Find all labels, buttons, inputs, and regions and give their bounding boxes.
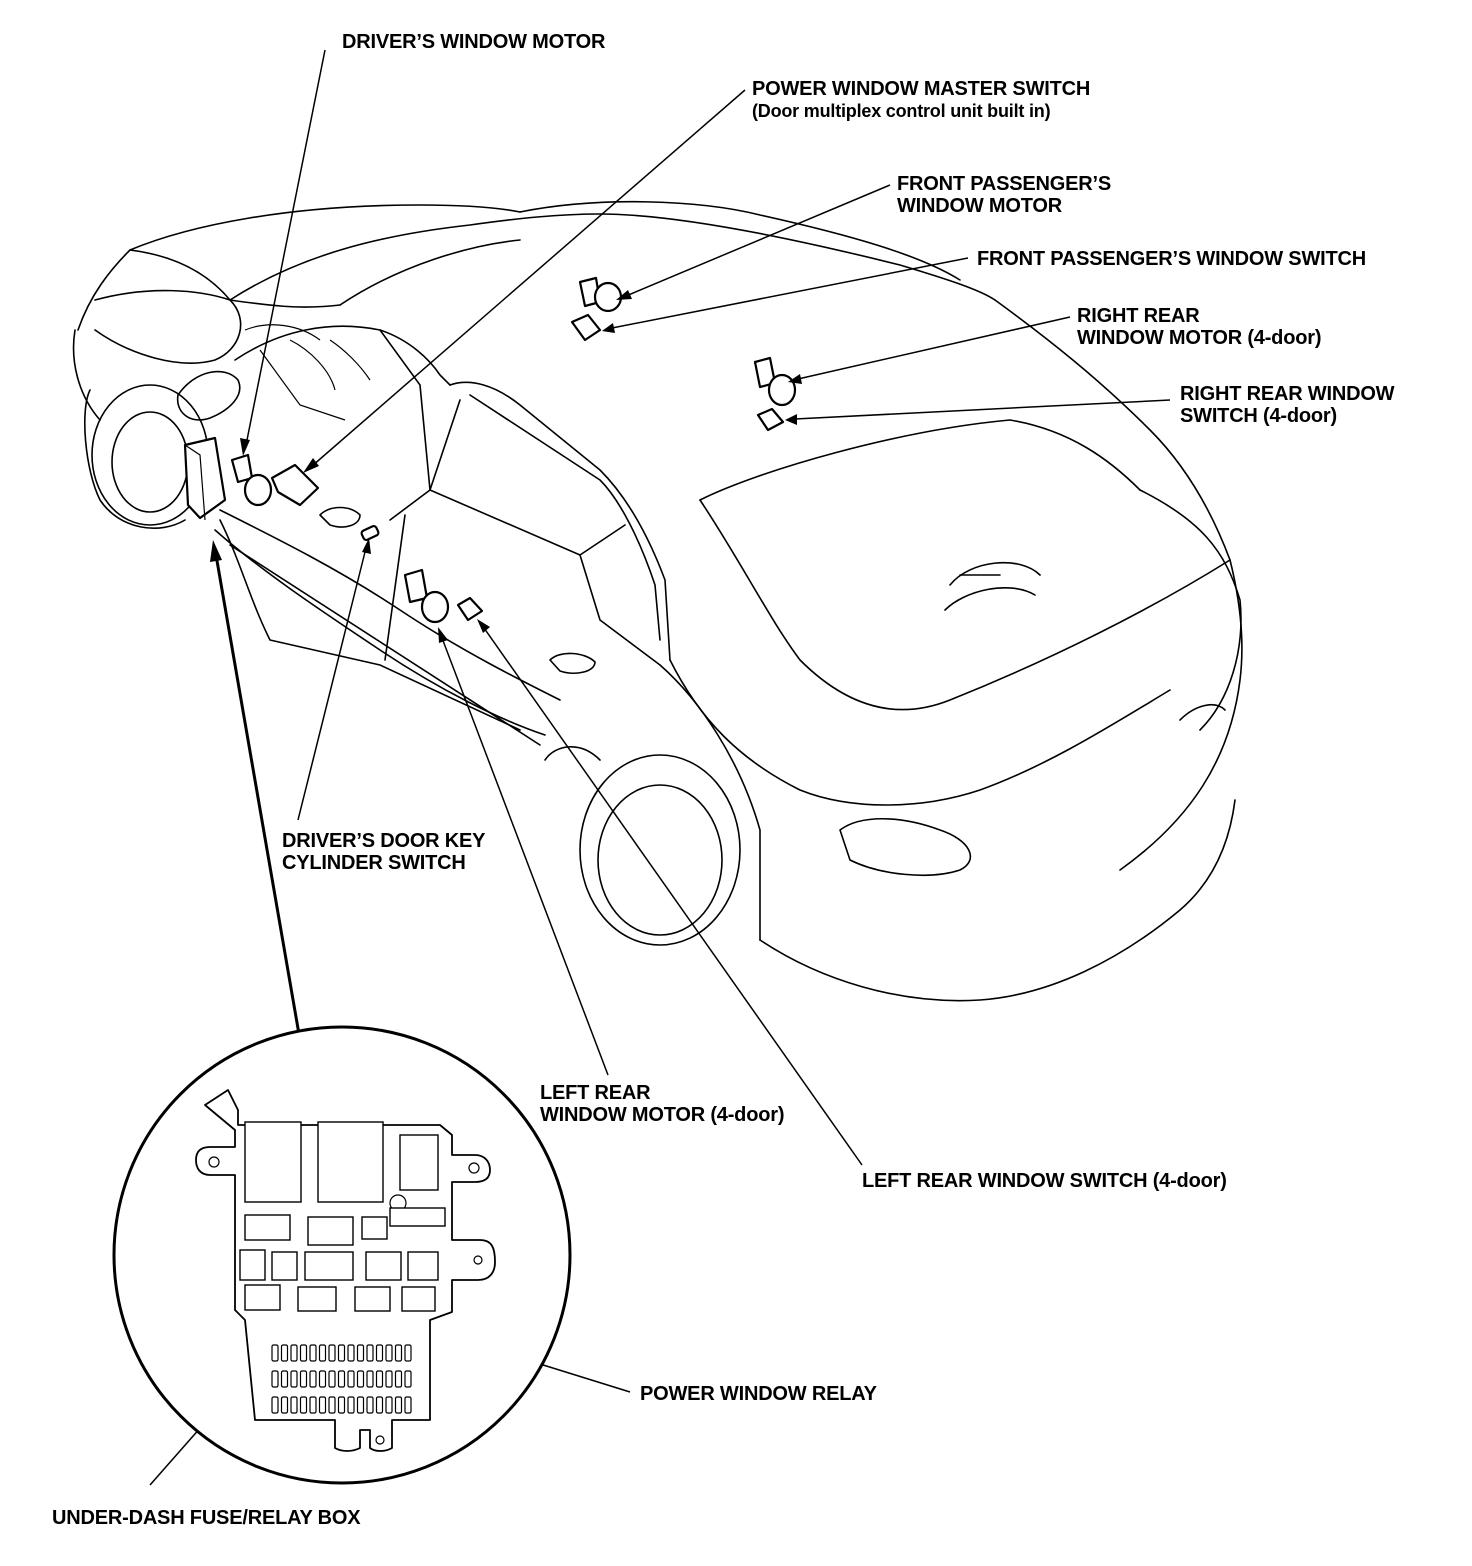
- fuse-slot: [356, 1370, 365, 1388]
- fuse-slot: [271, 1370, 279, 1388]
- fuse-slot: [318, 1370, 327, 1388]
- key-cylinder-part: [360, 524, 380, 542]
- fuse-slot: [337, 1344, 346, 1362]
- fuse-slot: [394, 1396, 403, 1414]
- fuse-slot: [394, 1344, 403, 1362]
- car-outline: [72, 200, 1243, 1002]
- label-right-rear-motor-2: WINDOW MOTOR (4-door): [1077, 327, 1322, 349]
- label-left-rear-switch: LEFT REAR WINDOW SWITCH (4-door): [862, 1170, 1227, 1192]
- label-left-rear-motor-1: LEFT REAR: [540, 1082, 651, 1104]
- fuse-slot: [375, 1370, 384, 1388]
- fuse-relay-box-drawing: [195, 1089, 496, 1452]
- label-right-rear-motor-1: RIGHT REAR: [1077, 305, 1200, 327]
- fuse-slot: [385, 1370, 393, 1388]
- fuse-slot: [290, 1396, 298, 1414]
- fuse-slot: [347, 1344, 355, 1362]
- fuse-slot: [337, 1370, 346, 1388]
- front-passenger-motor-part: [578, 276, 623, 313]
- fuse-slot: [356, 1344, 365, 1362]
- right-rear-switch-part: [756, 407, 785, 432]
- fuse-slot: [366, 1396, 374, 1414]
- fuse-slot: [385, 1344, 393, 1362]
- label-left-rear-motor-2: WINDOW MOTOR (4-door): [540, 1104, 785, 1126]
- fuse-slot: [328, 1344, 336, 1362]
- fuse-slot: [271, 1344, 279, 1362]
- fuse-slot: [318, 1396, 327, 1414]
- fuse-slot: [271, 1396, 279, 1414]
- fuse-slot: [366, 1370, 374, 1388]
- fuse-slot: [299, 1396, 308, 1414]
- label-master-switch-sub: (Door multiplex control unit built in): [752, 100, 1051, 122]
- fuse-slot: [318, 1344, 327, 1362]
- fuse-slot: [299, 1370, 308, 1388]
- label-front-passenger-switch: FRONT PASSENGER’S WINDOW SWITCH: [977, 248, 1366, 270]
- fuse-slot: [337, 1396, 346, 1414]
- fuse-slot: [347, 1370, 355, 1388]
- fuse-slot: [404, 1344, 412, 1362]
- fuse-box-body: [183, 436, 227, 520]
- fuse-slot: [366, 1344, 374, 1362]
- fuse-slot: [328, 1370, 336, 1388]
- left-rear-switch-part: [456, 596, 484, 622]
- fuse-slot: [356, 1396, 365, 1414]
- fuse-grid: [271, 1344, 412, 1414]
- fuse-slot: [404, 1370, 412, 1388]
- fuse-slot: [290, 1370, 298, 1388]
- master-switch-part: [270, 463, 320, 507]
- label-key-cylinder-1: DRIVER’S DOOR KEY: [282, 830, 486, 852]
- fuse-slot: [309, 1396, 317, 1414]
- fuse-slot: [280, 1370, 289, 1388]
- fuse-slot: [309, 1370, 317, 1388]
- label-power-window-relay: POWER WINDOW RELAY: [640, 1383, 877, 1405]
- label-front-passenger-motor-2: WINDOW MOTOR: [897, 195, 1062, 217]
- fuse-slot: [375, 1396, 384, 1414]
- label-master-switch-line1: POWER WINDOW MASTER SWITCH: [752, 78, 1091, 100]
- fuse-slot: [385, 1396, 393, 1414]
- label-drivers-window-motor: DRIVER’S WINDOW MOTOR: [342, 31, 606, 53]
- label-right-rear-switch-2: SWITCH (4-door): [1180, 405, 1337, 427]
- front-passenger-switch-part: [570, 313, 602, 342]
- right-rear-motor-part: [753, 356, 797, 407]
- fuse-slot: [404, 1396, 412, 1414]
- fuse-slot: [309, 1344, 317, 1362]
- left-rear-motor-part: [403, 568, 450, 624]
- label-fuse-relay-box: UNDER-DASH FUSE/RELAY BOX: [52, 1507, 361, 1529]
- fuse-slot: [375, 1344, 384, 1362]
- fuse-slot: [347, 1396, 355, 1414]
- label-master-switch: POWER WINDOW MASTER SWITCH: [752, 78, 1090, 100]
- label-right-rear-switch-1: RIGHT REAR WINDOW: [1180, 383, 1395, 405]
- label-master-switch-line2: (Door multiplex control unit built in): [752, 101, 1051, 121]
- label-front-passenger-motor-1: FRONT PASSENGER’S: [897, 173, 1112, 195]
- power-window-relay-cell: [297, 1286, 337, 1312]
- fuse-slot: [280, 1396, 289, 1414]
- drivers-window-motor-part: [230, 453, 273, 507]
- fuse-slot: [299, 1344, 308, 1362]
- label-key-cylinder-2: CYLINDER SWITCH: [282, 852, 466, 874]
- fuse-slot: [328, 1396, 336, 1414]
- fuse-slot: [290, 1344, 298, 1362]
- fuse-slot: [394, 1370, 403, 1388]
- fuse-slot: [280, 1344, 289, 1362]
